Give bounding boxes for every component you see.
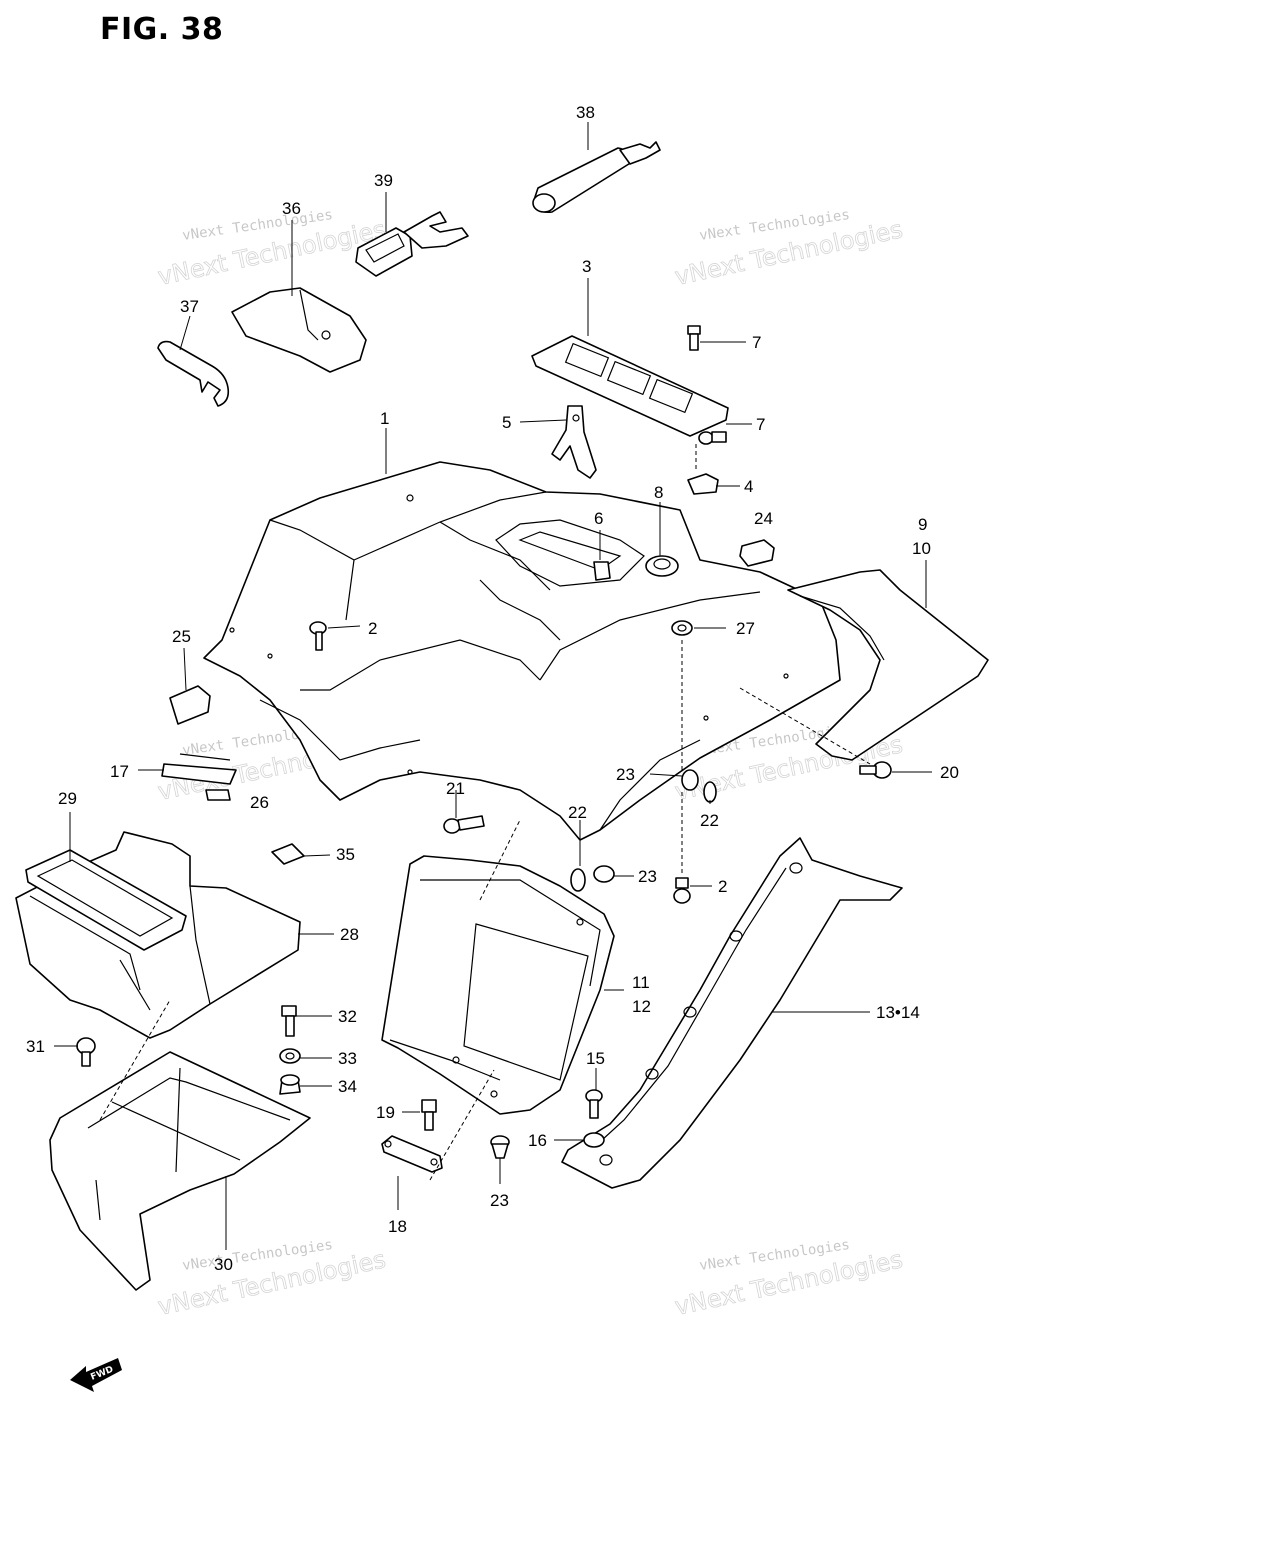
part-23-nut-mid [593,865,615,883]
part-32-bolt [281,1005,297,1037]
part-7-bolt-upper [687,325,701,351]
callout-11: 11 [632,973,650,992]
callout-23-lower: 23 [490,1191,509,1210]
part-19-bolt [421,1099,437,1131]
callout-5: 5 [502,413,511,432]
watermark-bottom-left: vNext Technologies vNext Technologies [155,1237,388,1321]
callout-3: 3 [582,257,591,276]
callout-13-14: 13•14 [876,1003,920,1022]
callout-12: 12 [632,997,651,1016]
forward-arrow-icon: FWD [70,1358,122,1392]
callout-27: 27 [736,619,755,638]
callout-1: 1 [380,409,389,428]
figure-title: FIG. 38 [100,12,224,47]
callout-7-lower: 7 [756,415,765,434]
leader-lines [54,122,932,1250]
part-7-bolt-lower [698,431,727,445]
part-15-bolt [585,1089,603,1119]
part-21-bolt [443,815,485,834]
callout-20: 20 [940,763,959,782]
watermark-top-left: vNext Technologies vNext Technologies [155,207,388,291]
part-4-clip [687,473,719,495]
callout-29: 29 [58,789,77,808]
part-20-bolt [859,761,892,779]
callout-35: 35 [336,845,355,864]
callout-38: 38 [576,103,595,122]
callout-23-mid: 23 [638,867,657,886]
callout-24: 24 [754,509,773,528]
callout-2-right: 2 [718,877,727,896]
callout-8: 8 [654,483,663,502]
callout-22-upper: 22 [700,811,719,830]
callout-34: 34 [338,1077,357,1096]
callout-18: 18 [388,1217,407,1236]
callout-30: 30 [214,1255,233,1274]
part-27-washer [671,620,693,636]
part-2-bolt-right [673,877,691,904]
callout-16: 16 [528,1131,547,1150]
watermark-bottom-right: vNext Technologies vNext Technologies [672,1237,905,1321]
part-18-bracket [381,1135,443,1173]
part-34-nut [279,1074,301,1095]
part-24-cap [739,539,775,567]
callout-31: 31 [26,1037,45,1056]
part-1-rear-fender [203,461,841,841]
callout-23-upper: 23 [616,765,635,784]
part-3-carrier [531,335,729,437]
callout-17: 17 [110,762,129,781]
callout-labels: 38 39 36 37 3 7 7 5 1 4 8 6 24 9 10 2 27… [26,103,959,1274]
part-31-bolt [76,1037,96,1067]
part-25-cover [169,685,211,725]
part-23-nut-upper [681,769,699,791]
callout-28: 28 [340,925,359,944]
callout-36: 36 [282,199,301,218]
callout-32: 32 [338,1007,357,1026]
part-39-latch [355,211,469,277]
callout-33: 33 [338,1049,357,1068]
part-11-12-inner-panel [381,855,615,1115]
part-36-tool-bag [231,287,367,373]
part-23-nut-lower [490,1135,510,1159]
part-35-clip [271,843,305,865]
part-17-26-bracket [161,753,237,801]
watermark-top-right: vNext Technologies vNext Technologies [672,207,905,291]
callout-26: 26 [250,793,269,812]
part-13-14-side-guard [561,837,903,1189]
callout-39: 39 [374,171,393,190]
part-16-washer [583,1132,605,1148]
callout-7-upper: 7 [752,333,761,352]
callout-37: 37 [180,297,199,316]
part-6-grommet [593,561,611,581]
callout-10: 10 [912,539,931,558]
part-22-nut-upper [703,781,717,803]
callout-22-lower: 22 [568,803,587,822]
part-38-cylinder [532,141,661,214]
part-8-grommet [645,555,679,577]
callout-6: 6 [594,509,603,528]
callout-9: 9 [918,515,927,534]
part-28-29-air-box [15,831,301,1039]
callout-19: 19 [376,1103,395,1122]
part-22-nut-lower [570,868,586,892]
callout-21: 21 [446,779,465,798]
part-33-washer [279,1048,301,1064]
callout-2-left: 2 [368,619,377,638]
part-2-bolt-left [309,621,327,651]
part-37-wrench [157,340,230,407]
part-9-10-mud-flap [787,569,989,761]
callout-4: 4 [744,477,753,496]
part-30-cover-plate [49,1051,311,1291]
part-5-bracket [551,405,597,479]
callout-25: 25 [172,627,191,646]
callout-15: 15 [586,1049,605,1068]
